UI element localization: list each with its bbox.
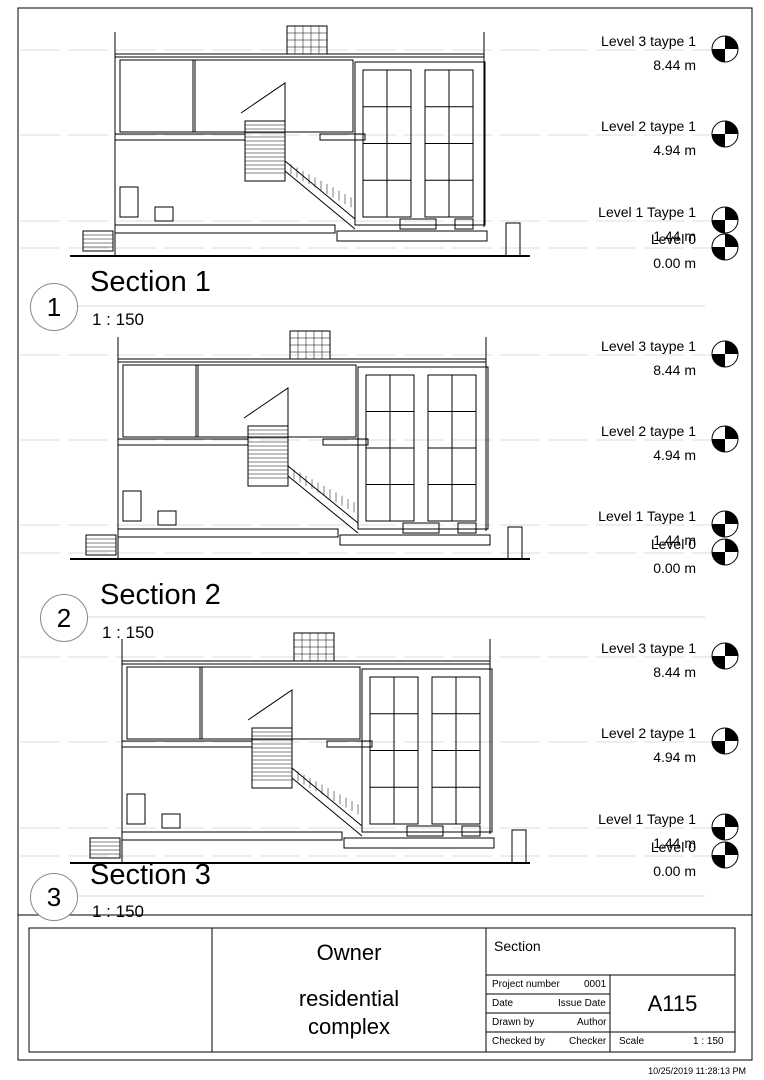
level-marker-icon bbox=[711, 727, 739, 755]
level-elevation: 0.00 m bbox=[653, 255, 696, 271]
date-value: Issue Date bbox=[558, 998, 606, 1009]
level-marker-icon bbox=[711, 642, 739, 670]
section-drawing-3 bbox=[20, 632, 740, 897]
sheet-number: A115 bbox=[647, 991, 698, 1016]
checked-by-value: Checker bbox=[569, 1036, 607, 1047]
level-elevation: 0.00 m bbox=[653, 863, 696, 879]
print-timestamp: 10/25/2019 11:28:13 PM bbox=[648, 1066, 746, 1076]
checked-by-label: Checked by bbox=[492, 1036, 545, 1047]
project-name-line1: residential bbox=[298, 986, 400, 1011]
level-name: Level 1 Taype 1 bbox=[598, 811, 696, 827]
section-scale: 1 : 150 bbox=[92, 310, 144, 329]
level-name: Level 2 taype 1 bbox=[601, 118, 696, 134]
scale-label: Scale bbox=[619, 1036, 645, 1047]
section-number-bubble: 3 bbox=[30, 873, 78, 921]
drawn-by-label: Drawn by bbox=[492, 1017, 535, 1028]
project-number-label: Project number bbox=[492, 979, 560, 990]
level-elevation: 4.94 m bbox=[653, 447, 696, 463]
level-marker-icon bbox=[711, 206, 739, 234]
level-marker-icon bbox=[711, 538, 739, 566]
section-number-bubble: 1 bbox=[30, 283, 78, 331]
level-marker-icon bbox=[711, 425, 739, 453]
level-marker-icon bbox=[711, 510, 739, 538]
section-scale: 1 : 150 bbox=[92, 902, 144, 921]
level-name: Level 1 Taype 1 bbox=[598, 204, 696, 220]
level-elevation: 1.44 m bbox=[653, 532, 696, 548]
level-elevation: 8.44 m bbox=[653, 362, 696, 378]
section-number-bubble: 2 bbox=[40, 594, 88, 642]
level-elevation: 4.94 m bbox=[653, 749, 696, 765]
level-name: Level 1 Taype 1 bbox=[598, 508, 696, 524]
level-name: Level 2 taype 1 bbox=[601, 725, 696, 741]
section-title: Section 1 bbox=[90, 266, 211, 298]
level-marker-icon bbox=[711, 813, 739, 841]
level-elevation: 8.44 m bbox=[653, 57, 696, 73]
level-name: Level 0 bbox=[650, 536, 696, 552]
section-title: Section 2 bbox=[100, 579, 221, 611]
scale-value: 1 : 150 bbox=[693, 1036, 724, 1047]
level-marker-icon bbox=[711, 233, 739, 261]
level-elevation: 8.44 m bbox=[653, 664, 696, 680]
section-scale: 1 : 150 bbox=[102, 623, 154, 642]
level-name: Level 3 taype 1 bbox=[601, 338, 696, 354]
level-marker-icon bbox=[711, 841, 739, 869]
level-marker-icon bbox=[711, 35, 739, 63]
level-name: Level 3 taype 1 bbox=[601, 33, 696, 49]
level-elevation: 0.00 m bbox=[653, 560, 696, 576]
section-drawing-1 bbox=[20, 25, 740, 307]
project-name-line2: complex bbox=[308, 1014, 390, 1039]
drawn-by-value: Author bbox=[577, 1017, 607, 1028]
section-title: Section 3 bbox=[90, 859, 211, 891]
level-name: Level 0 bbox=[650, 839, 696, 855]
level-name: Level 0 bbox=[650, 231, 696, 247]
level-marker-icon bbox=[711, 340, 739, 368]
level-name: Level 2 taype 1 bbox=[601, 423, 696, 439]
level-marker-icon bbox=[711, 120, 739, 148]
date-label: Date bbox=[492, 998, 514, 1009]
level-elevation: 1.44 m bbox=[653, 228, 696, 244]
sheet-name: Section bbox=[494, 938, 541, 954]
owner-text: Owner bbox=[316, 940, 382, 965]
level-elevation: 1.44 m bbox=[653, 835, 696, 851]
level-name: Level 3 taype 1 bbox=[601, 640, 696, 656]
project-number-value: 0001 bbox=[584, 979, 607, 990]
section-drawing-2 bbox=[20, 330, 740, 618]
level-elevation: 4.94 m bbox=[653, 142, 696, 158]
